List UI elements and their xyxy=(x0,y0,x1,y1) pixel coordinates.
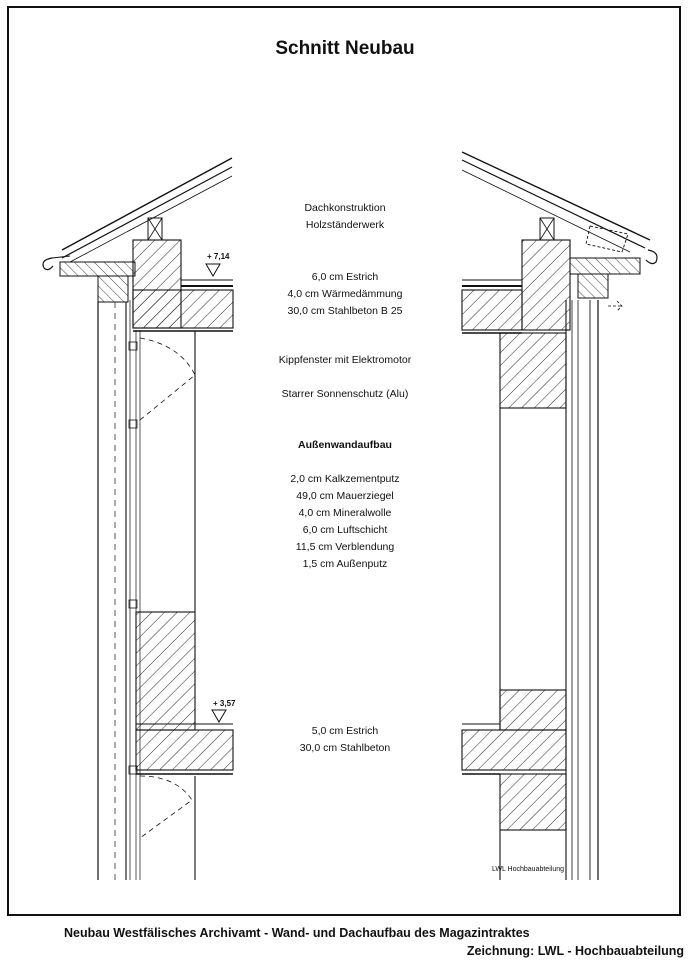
label-wall-facing: 11,5 cm Verblendung xyxy=(295,541,395,553)
left-outer-wall xyxy=(97,300,141,880)
page-title: Schnitt Neubau xyxy=(275,38,415,59)
left-lower-slab xyxy=(128,723,234,880)
drawing-credit: LWL Hochbauabteilung xyxy=(492,866,564,873)
right-lower-slab xyxy=(461,689,567,880)
label-wall-heading: Außenwandaufbau xyxy=(298,439,392,451)
label-roof-construction: Dachkonstruktion xyxy=(304,202,386,214)
caption-credit: Zeichnung: LWL - Hochbauabteilung xyxy=(466,944,684,958)
label-wall-plaster: 2,0 cm Kalkzementputz xyxy=(290,473,400,485)
left-eave xyxy=(59,217,234,332)
right-roof xyxy=(461,151,658,265)
left-window xyxy=(128,331,196,612)
label-ceiling-insulation: 4,0 cm Wärmedämmung xyxy=(287,288,403,300)
left-section xyxy=(42,157,234,880)
label-timber-frame: Holzständerwerk xyxy=(305,219,385,231)
label-shading: Starrer Sonnenschutz (Alu) xyxy=(281,388,409,400)
label-ceiling-screed: 6,0 cm Estrich xyxy=(311,271,379,283)
left-parapet xyxy=(135,611,196,731)
left-roof xyxy=(42,157,233,271)
caption-title: Neubau Westfälisches Archivamt - Wand- u… xyxy=(64,926,530,940)
right-section xyxy=(461,151,658,880)
label-floor-concrete: 30,0 cm Stahlbeton xyxy=(299,742,391,754)
right-eave xyxy=(461,217,641,334)
label-window: Kippfenster mit Elektromotor xyxy=(278,354,412,366)
label-wall-render: 1,5 cm Außenputz xyxy=(302,558,388,570)
drawing-frame xyxy=(7,6,681,916)
label-ceiling-concrete: 30,0 cm Stahlbeton B 25 xyxy=(287,305,403,317)
elevation-marker-upper xyxy=(205,263,221,277)
label-wall-mineral-wool: 4,0 cm Mineralwolle xyxy=(298,507,392,519)
elevation-upper: + 7,14 xyxy=(207,252,230,261)
elevation-marker-lower xyxy=(211,709,227,723)
label-floor-screed: 5,0 cm Estrich xyxy=(311,725,379,737)
elevation-lower: + 3,57 xyxy=(213,699,236,708)
label-wall-brick: 49,0 cm Mauerziegel xyxy=(296,490,394,502)
label-wall-air-gap: 6,0 cm Luftschicht xyxy=(302,524,388,536)
